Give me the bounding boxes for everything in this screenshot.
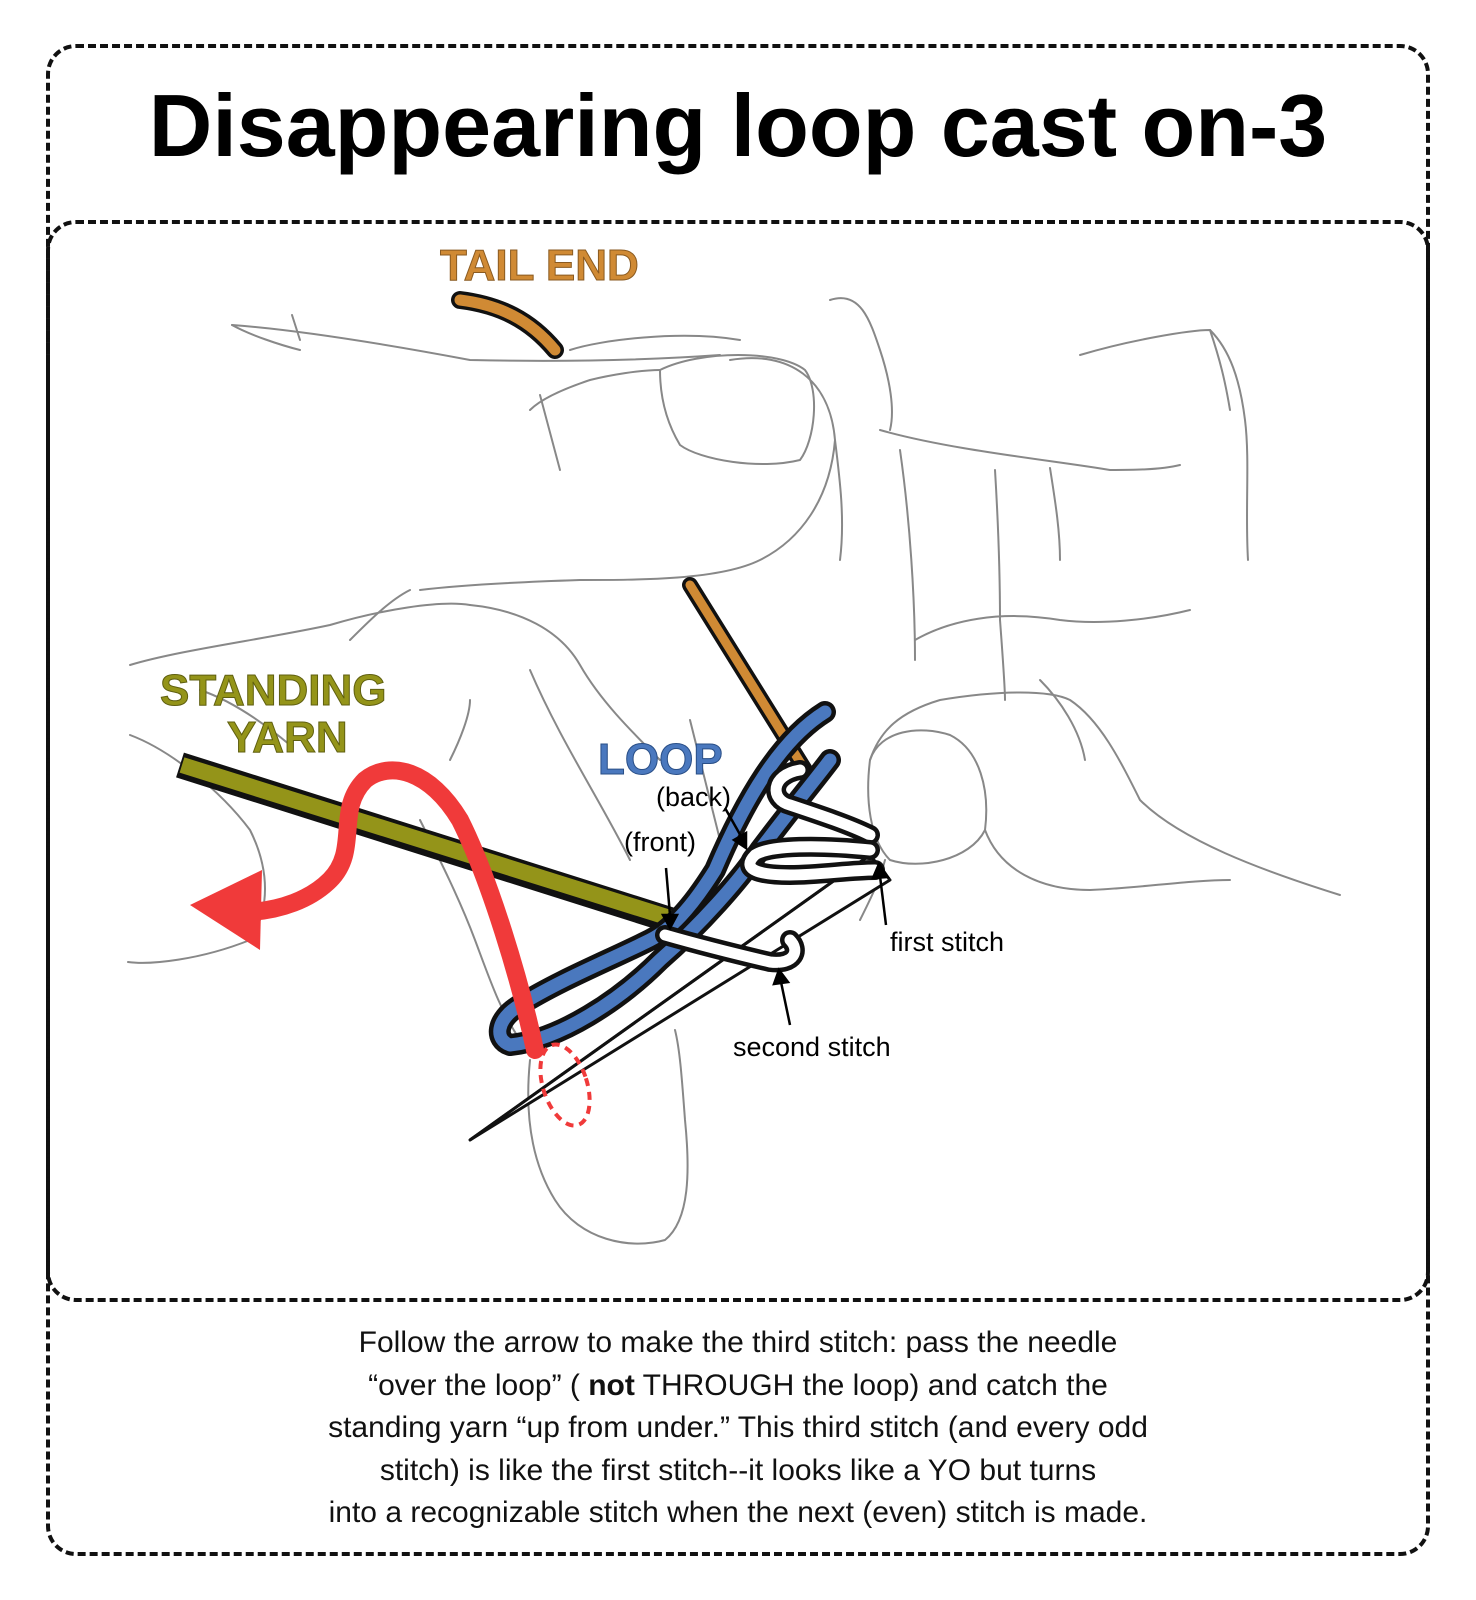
standing-yarn-label-line1: STANDING (160, 666, 387, 715)
page-title: Disappearing loop cast on-3 (148, 76, 1328, 175)
loop-label: LOOP (598, 735, 723, 784)
standing-yarn (176, 752, 674, 933)
caption-line-3: standing yarn “up from under.” This thir… (328, 1411, 1148, 1444)
standing-yarn-label-line2: YARN (227, 713, 348, 762)
back-label: (back) (656, 782, 731, 812)
illustration-dashed-frame (46, 220, 1430, 1302)
caption-line-2: “over the loop” ( not THROUGH the loop) … (200, 1365, 1276, 1408)
caption-line-1: Follow the arrow to make the third stitc… (358, 1326, 1118, 1359)
caption-line-2-post: THROUGH the loop) and catch the (634, 1368, 1108, 1402)
second-stitch-label: second stitch (733, 1032, 891, 1062)
pointer-arrows (660, 807, 891, 1026)
caption-line-5: into a recognizable stitch when the next… (328, 1496, 1148, 1529)
stitches (655, 760, 885, 973)
caption-line-4: stitch) is like the first stitch--it loo… (379, 1453, 1097, 1487)
caption-line-2-pre: “over the loop” ( (368, 1368, 589, 1402)
tail-end-yarn (451, 291, 813, 778)
tail-end-label: TAIL END (440, 241, 639, 290)
caption: Follow the arrow to make the third stitc… (200, 1322, 1276, 1535)
caption-not-bold: not (588, 1368, 635, 1402)
first-stitch-label: first stitch (890, 927, 1004, 957)
red-arrow (190, 761, 592, 1128)
front-label: (front) (624, 827, 696, 857)
hand-outlines (127, 297, 1341, 1245)
